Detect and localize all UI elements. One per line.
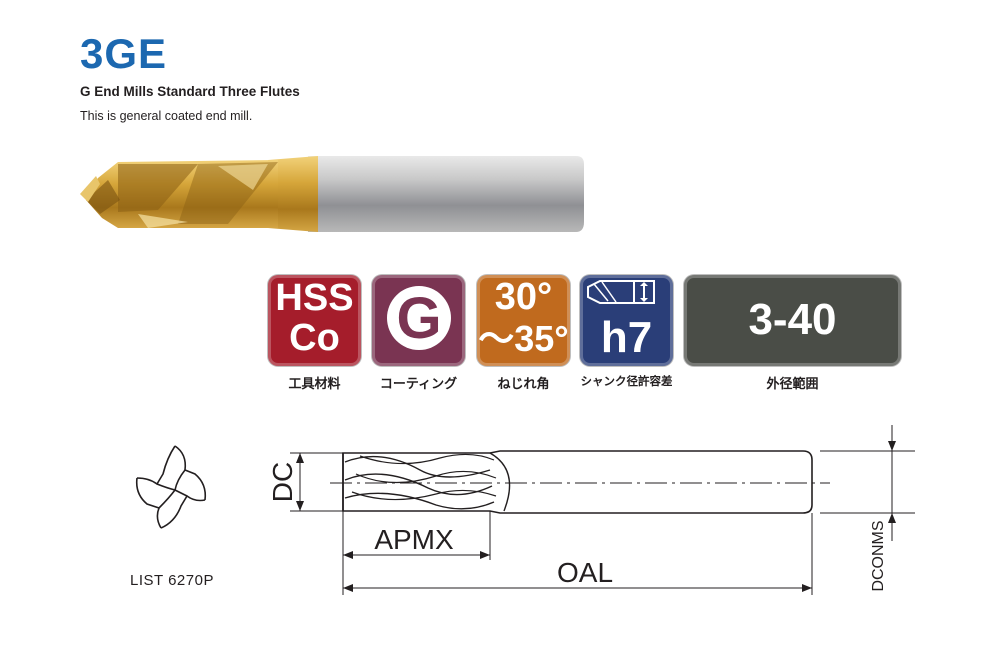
- dc-label: DC: [267, 462, 298, 502]
- material-badge: HSS Co: [268, 275, 361, 366]
- material-line1: HSS: [275, 277, 354, 319]
- product-description: This is general coated end mill.: [80, 109, 253, 123]
- end-mill-image: [80, 156, 584, 232]
- diameter-range-badge: 3-40: [684, 275, 901, 366]
- helix-badge: 30° ～35°: [477, 275, 570, 366]
- diameter-range-value: 3-40: [748, 295, 837, 344]
- oal-label: OAL: [557, 557, 613, 588]
- spec-badges: HSS Co G 30° ～35° h7 3-40 工具材料 コーティング ねじ…: [268, 275, 908, 395]
- shank-tolerance-badge: h7: [580, 275, 673, 366]
- shank-diameter-icon: [587, 280, 655, 304]
- dconms-label: DCONMS: [870, 520, 887, 591]
- shank-tolerance-value: h7: [600, 313, 653, 362]
- shank-caption: シャンク径許容差: [580, 376, 673, 388]
- material-line2: Co: [289, 317, 340, 359]
- helix-line1: 30°: [494, 276, 553, 318]
- catalog-list-number: LIST 6270P: [130, 572, 214, 589]
- material-caption: 工具材料: [288, 376, 341, 391]
- helix-line2: ～35°: [478, 318, 569, 359]
- helix-caption: ねじれ角: [497, 376, 550, 391]
- apmx-label: APMX: [374, 524, 454, 555]
- coating-badge: G: [372, 275, 465, 366]
- range-caption: 外径範囲: [766, 376, 819, 391]
- coating-letter: G: [387, 286, 451, 351]
- product-title: 3GE: [80, 30, 168, 77]
- product-subtitle: G End Mills Standard Three Flutes: [80, 84, 300, 99]
- three-flute-cross-section-icon: [135, 445, 207, 529]
- coating-caption: コーティング: [379, 376, 458, 391]
